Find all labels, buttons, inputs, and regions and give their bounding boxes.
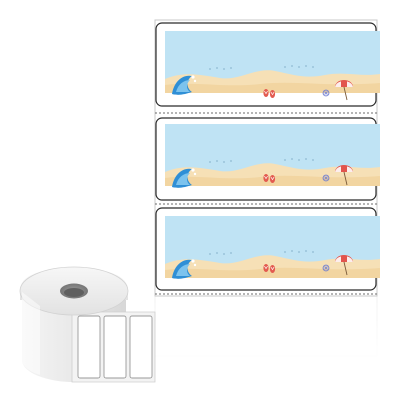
label-3 bbox=[155, 207, 380, 291]
roll-label bbox=[129, 315, 153, 379]
label-1 bbox=[155, 22, 380, 107]
roll-label bbox=[77, 315, 101, 379]
shell-icon bbox=[322, 89, 330, 97]
roll-label bbox=[103, 315, 127, 379]
shell-icon bbox=[322, 264, 330, 272]
label-roll bbox=[19, 266, 156, 383]
shell-icon bbox=[322, 174, 330, 182]
label-2 bbox=[155, 117, 380, 201]
